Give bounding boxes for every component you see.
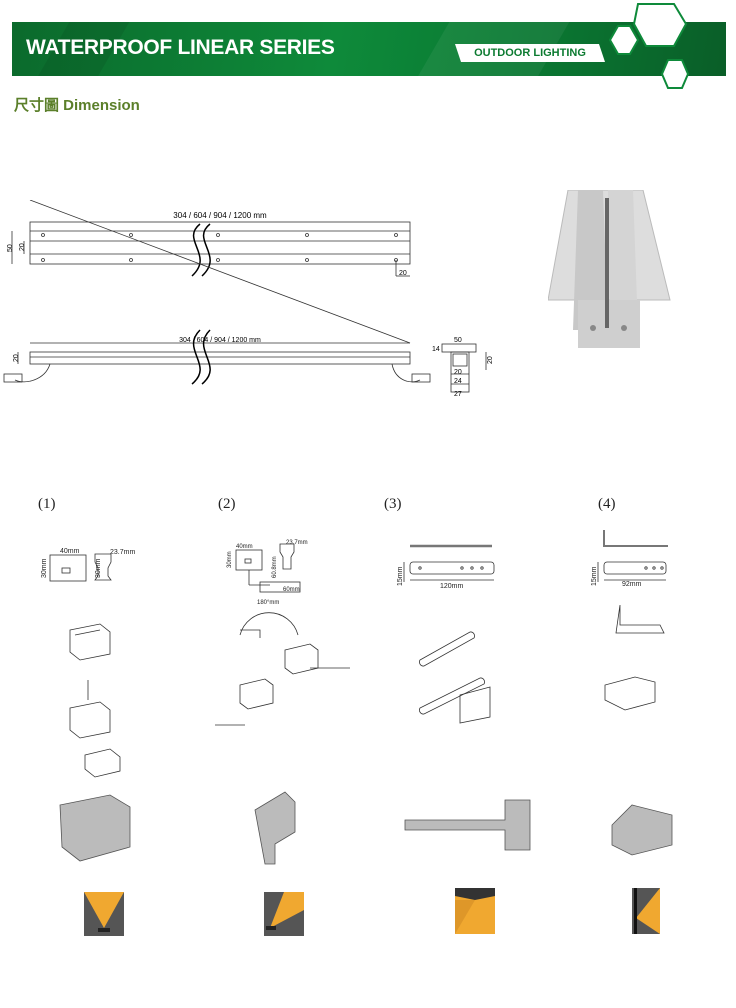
top-channel-label: 20 (19, 243, 26, 251)
m3-length: 120mm (440, 583, 464, 590)
top-width-label: 50 (7, 244, 14, 252)
bracket-photo-3 (404, 799, 531, 851)
dimension-heading: 尺寸圖 Dimension (14, 97, 140, 114)
angled-light-effect-icon (264, 892, 304, 936)
hexagon-decoration (608, 3, 690, 89)
clip-photo-2 (254, 791, 296, 865)
clip-photo-1 (59, 794, 131, 862)
header-banner (12, 22, 726, 76)
bracket-photo-4 (611, 804, 673, 856)
m1-depth: 23.7mm (110, 549, 135, 556)
section-height: 20 (487, 356, 494, 364)
m2-depth: 23.7mm (286, 540, 308, 546)
outdoor-lighting-badge: OUTDOOR LIGHTING (455, 44, 605, 62)
m2-height2: 60.8mm (272, 556, 278, 578)
section-flange: 14 (432, 346, 440, 353)
mount-option-1-number: (1) (38, 496, 56, 512)
m1-height2: 30mm (95, 558, 102, 578)
section-inner: 20 (454, 369, 462, 376)
section-mid: 24 (454, 378, 462, 385)
mount-option-4-number: (4) (598, 496, 616, 512)
section-bottom: 27 (454, 391, 462, 398)
top-length-label: 304 / 604 / 904 / 1200 mm (173, 211, 267, 220)
m4-height: 15mm (591, 566, 598, 586)
m4-length: 92mm (622, 581, 642, 588)
m1-height: 30mm (41, 558, 48, 578)
m2-angle: 180°mm (257, 600, 279, 606)
uplight-effect-icon (84, 892, 124, 936)
m1-width: 40mm (60, 548, 80, 555)
m2-base: 60mm (283, 587, 300, 593)
dimension-drawing: 304 / 604 / 904 / 1200 mm 50 20 20 304 /… (3, 200, 494, 398)
side-height-label: 20 (13, 354, 20, 362)
m3-height: 15mm (397, 566, 404, 586)
top-end-offset-label: 20 (399, 270, 407, 277)
downlight-effect-icon (455, 888, 495, 934)
section-top-width: 50 (454, 337, 462, 344)
wallwash-effect-icon (632, 888, 660, 934)
m2-width: 40mm (236, 544, 253, 550)
mount-option-3-number: (3) (384, 496, 402, 512)
m2-height: 30mm (227, 551, 233, 568)
series-title: WATERPROOF LINEAR SERIES (26, 36, 335, 59)
mounting-diagrams: 40mm 30mm 30mm 23.7mm 40mm 30mm 60.8mm 2… (41, 530, 673, 865)
mount-option-2-number: (2) (218, 496, 236, 512)
side-length-label: 304 / 604 / 904 / 1200 mm (179, 337, 261, 344)
product-photo (548, 190, 671, 348)
